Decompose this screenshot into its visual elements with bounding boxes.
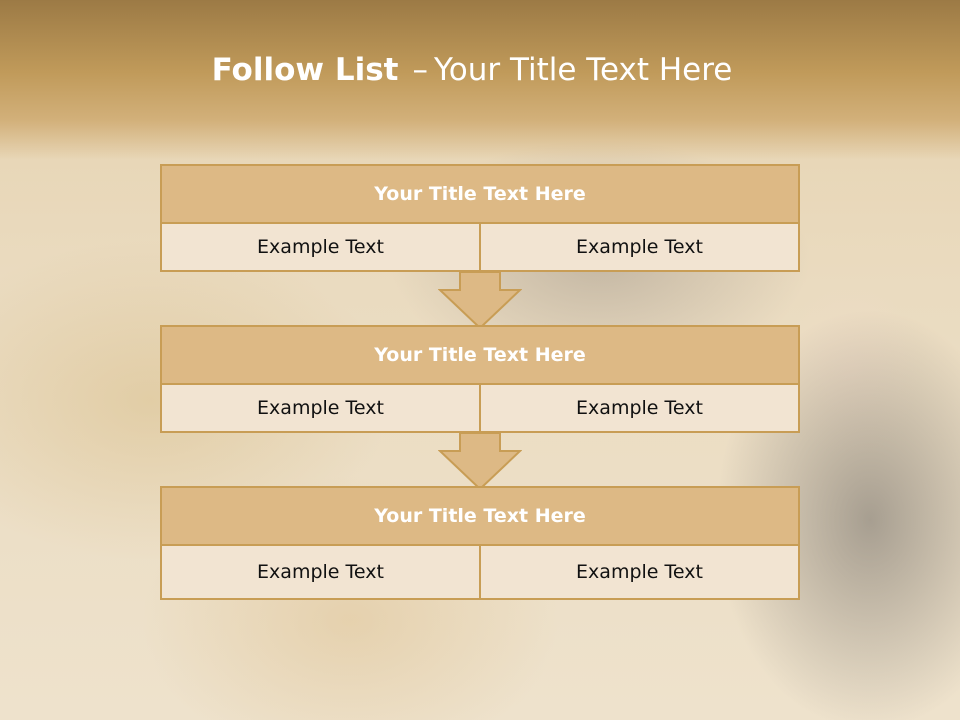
slide-title: Follow List–Your Title Text Here — [0, 52, 944, 88]
block-cell-left: Example Text — [162, 224, 479, 270]
title-dash: – — [412, 52, 428, 88]
title-rest: Your Title Text Here — [433, 52, 733, 88]
down-arrow-icon — [438, 271, 522, 330]
block-cell-right: Example Text — [479, 224, 798, 270]
down-arrow-icon — [438, 432, 522, 491]
list-block-3: Your Title Text Here Example Text Exampl… — [160, 486, 800, 600]
block-cell-right: Example Text — [479, 385, 798, 431]
title-bold: Follow List — [211, 52, 399, 88]
block-title: Your Title Text Here — [162, 327, 798, 385]
block-cell-left: Example Text — [162, 546, 479, 598]
list-block-2: Your Title Text Here Example Text Exampl… — [160, 325, 800, 433]
block-cell-left: Example Text — [162, 385, 479, 431]
header-band — [0, 0, 960, 160]
block-cell-right: Example Text — [479, 546, 798, 598]
list-block-1: Your Title Text Here Example Text Exampl… — [160, 164, 800, 272]
block-title: Your Title Text Here — [162, 166, 798, 224]
block-title: Your Title Text Here — [162, 488, 798, 546]
